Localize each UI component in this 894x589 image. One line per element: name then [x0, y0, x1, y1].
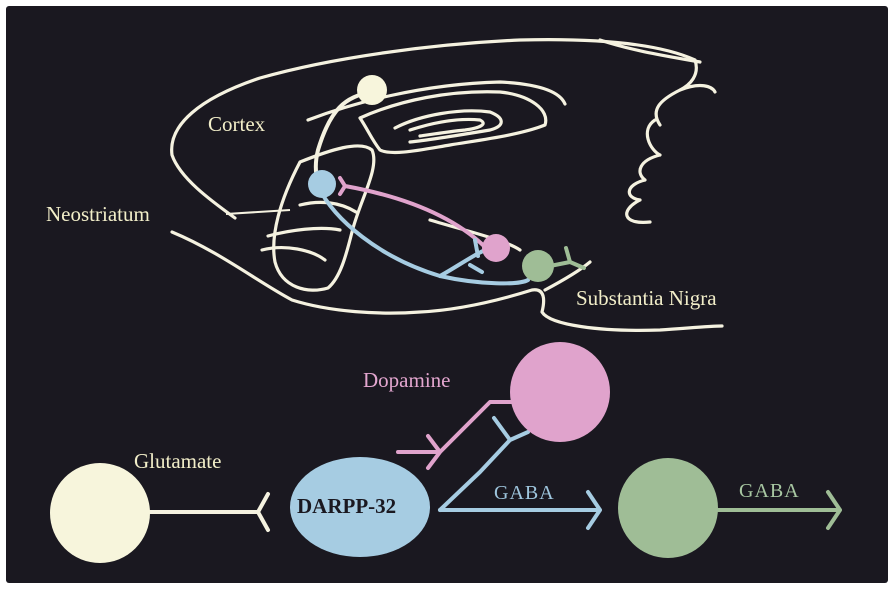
- nigral-output-projection: [550, 248, 584, 268]
- brain-bottom-contour: [172, 232, 722, 330]
- schematic-connections: [150, 402, 840, 530]
- dopamine-neuron-small: [482, 234, 510, 262]
- nigral-neuron-small: [522, 250, 554, 282]
- substantia-nigra-label: Substantia Nigra: [576, 286, 717, 311]
- neostriatum-region: [274, 146, 374, 290]
- gaba-neuron: [618, 458, 718, 558]
- glutamate-neuron: [50, 463, 150, 563]
- cortical-neuron: [357, 75, 387, 105]
- diagram-panel: Cortex Neostriatum Substantia Nigra Dopa…: [6, 6, 888, 583]
- dopamine-label: Dopamine: [363, 368, 450, 393]
- dopamine-neuron: [510, 342, 610, 442]
- gaba-label-2: GABA: [739, 480, 800, 503]
- striatal-neuron: [308, 170, 336, 198]
- cortex-label: Cortex: [208, 112, 265, 137]
- dopamine-synapse: [398, 402, 514, 468]
- neostriatum-label: Neostriatum: [46, 202, 150, 227]
- darpp-32-label: DARPP-32: [297, 494, 396, 519]
- hippocampus-inner-1: [395, 111, 501, 142]
- glutamate-synapse: [150, 494, 268, 530]
- hippocampus-outer: [360, 92, 546, 153]
- cerebellum-folds: [600, 40, 700, 222]
- gaba-label-1: GABA: [494, 482, 555, 505]
- glutamate-label: Glutamate: [134, 449, 221, 474]
- corticostriatal-projection: [316, 92, 372, 182]
